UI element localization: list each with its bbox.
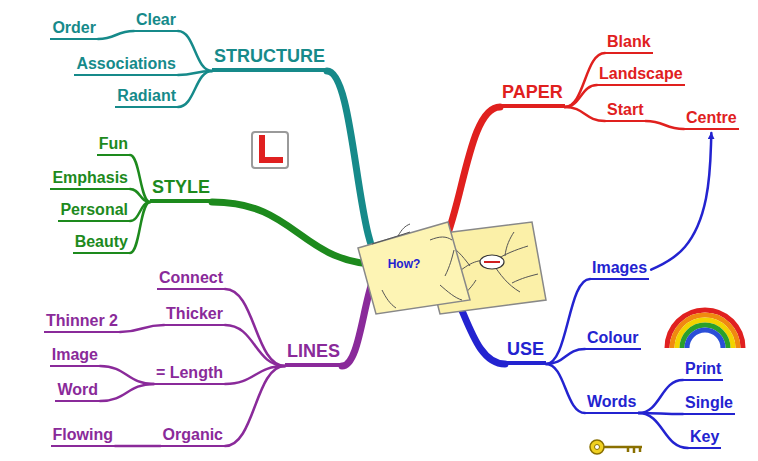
branch-word: Colour <box>585 329 641 350</box>
node-text: Image <box>52 346 98 364</box>
node-text: Radiant <box>117 87 176 105</box>
branch-word: Landscape <box>597 65 685 86</box>
node-text: STYLE <box>152 178 210 198</box>
node-text: Blank <box>607 33 651 51</box>
branch-word: Key <box>688 428 721 449</box>
branch-line <box>638 413 688 448</box>
branch-line <box>98 31 134 39</box>
rainbow <box>667 310 743 348</box>
branch-word: Thinner 2 <box>44 312 120 333</box>
node-text: Clear <box>136 11 176 29</box>
main-branch: PAPER <box>500 83 565 108</box>
main-branch: STRUCTURE <box>212 47 327 72</box>
branch-line <box>546 279 590 364</box>
branch-line <box>565 85 597 107</box>
node-text: USE <box>507 340 544 360</box>
central-papers <box>358 222 546 314</box>
node-text: Order <box>52 19 96 37</box>
branch-word: Clear <box>134 11 178 32</box>
branch-word: Order <box>50 19 98 40</box>
branch-word: Words <box>585 393 638 414</box>
branch-line <box>100 366 154 384</box>
node-text: Flowing <box>53 426 113 444</box>
branch-line <box>225 366 285 446</box>
node-text: Thinner 2 <box>46 312 118 330</box>
main-branch: USE <box>505 340 546 365</box>
branch-line <box>100 384 154 401</box>
central-label: How? <box>386 258 423 272</box>
branch-word: Beauty <box>73 233 130 254</box>
branch-line <box>645 121 684 129</box>
node-text: Single <box>685 394 733 412</box>
branch-word: Image <box>50 346 100 367</box>
node-text: Personal <box>60 201 128 219</box>
node-text: Organic <box>163 426 223 444</box>
node-text: Emphasis <box>52 169 128 187</box>
node-text: Colour <box>587 329 639 347</box>
node-text: Thicker <box>166 305 223 323</box>
branch-line <box>546 364 585 413</box>
branch-line <box>565 53 605 107</box>
node-text: PAPER <box>502 83 563 103</box>
branch-line <box>225 325 285 366</box>
node-text: Beauty <box>75 233 128 251</box>
branch-word: Radiant <box>115 87 178 108</box>
main-branch: LINES <box>285 342 342 367</box>
branch-line <box>546 349 585 364</box>
main-branch: STYLE <box>150 178 212 203</box>
branch-line <box>327 71 386 265</box>
branch-line <box>130 202 150 253</box>
branch-line <box>638 380 683 413</box>
key-icon <box>590 440 642 454</box>
node-text: Landscape <box>599 65 683 83</box>
node-text: Images <box>592 259 647 277</box>
node-text: How? <box>388 258 421 271</box>
branch-line <box>178 71 212 107</box>
branch-word: Flowing <box>51 426 115 447</box>
node-text: Start <box>607 101 643 119</box>
branch-word: Personal <box>58 201 130 222</box>
branch-line <box>130 189 150 202</box>
branch-line <box>565 107 605 121</box>
node-text: Associations <box>76 55 176 73</box>
branch-word: = Length <box>154 364 225 385</box>
branch-word: Organic <box>161 426 225 447</box>
branch-word: Associations <box>74 55 178 76</box>
branch-line <box>120 325 164 332</box>
branch-word: Thicker <box>164 305 225 326</box>
node-text: Centre <box>686 109 737 127</box>
learner-plate <box>252 132 288 168</box>
arrow-connector <box>651 133 711 270</box>
node-text: Print <box>685 360 721 378</box>
branch-word: Print <box>683 360 723 381</box>
branch-word: Images <box>590 259 649 280</box>
branch-word: Fun <box>97 135 130 156</box>
branch-word: Start <box>605 101 645 122</box>
branch-word: Centre <box>684 109 739 130</box>
node-text: Connect <box>159 269 223 287</box>
branch-line <box>115 445 161 448</box>
branch-word: Single <box>683 394 735 415</box>
branch-word: Blank <box>605 33 653 54</box>
node-text: = Length <box>156 364 223 382</box>
branch-word: Emphasis <box>50 169 130 190</box>
branch-line <box>178 31 212 71</box>
node-text: STRUCTURE <box>214 47 325 67</box>
branch-line <box>225 289 285 366</box>
branch-line <box>130 155 150 202</box>
branch-word: Word <box>55 381 100 402</box>
node-text: LINES <box>287 342 340 362</box>
node-text: Key <box>690 428 719 446</box>
node-text: Words <box>587 393 636 411</box>
node-text: Word <box>57 381 98 399</box>
branch-word: Connect <box>157 269 225 290</box>
node-text: Fun <box>99 135 128 153</box>
